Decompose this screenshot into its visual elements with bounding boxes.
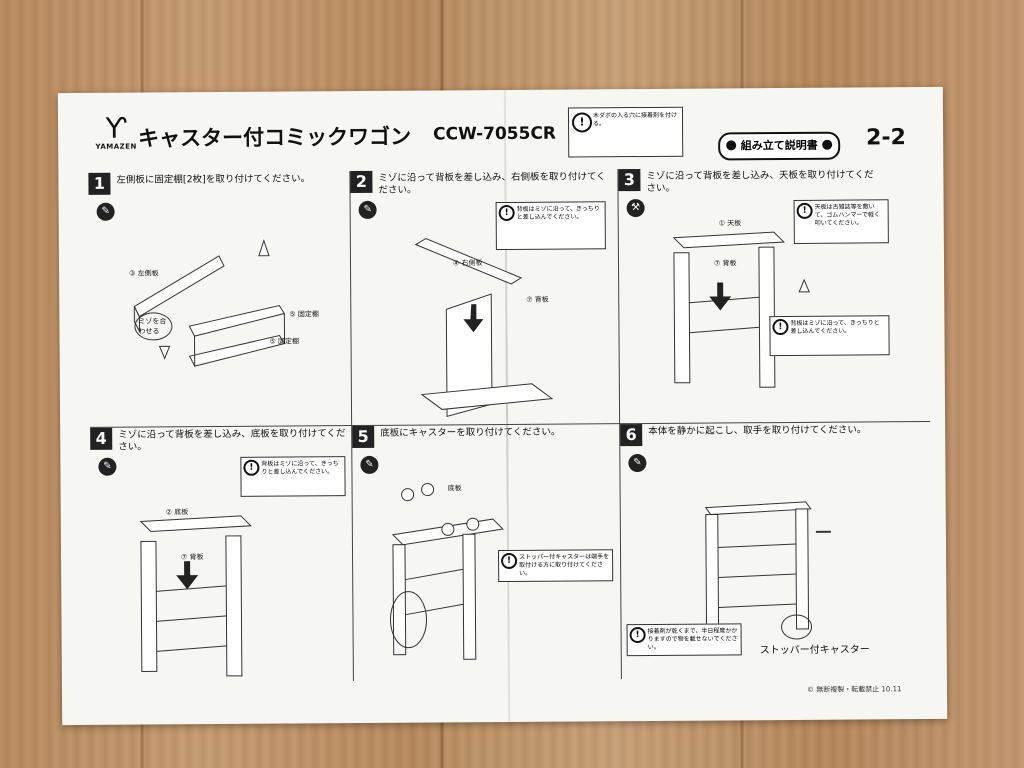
callout-text: 背板はミゾに沿って、きっちりと差し込んでください。	[261, 460, 339, 476]
callout-text: 背板はミゾに沿って、きっちりと差し込んでください。	[790, 319, 880, 335]
stopper-caster-label: ストッパー付キャスター	[759, 644, 870, 657]
back-board-label: ⑦ 背板	[181, 553, 204, 562]
warning-icon: !	[796, 202, 813, 219]
step-instruction: 底板にキャスターを取り付けてください。	[380, 426, 561, 439]
model-number: CCW-7055CR	[433, 123, 557, 145]
warning-icon: !	[772, 319, 789, 336]
callout-text: 接着剤が乾くまで、半日程度かかりますので物を載せないでください。	[647, 627, 738, 651]
step-number: 1	[88, 172, 111, 195]
page-number: 2-2	[866, 125, 906, 151]
step-6-diagram	[704, 501, 831, 640]
step-instruction: 本体を静かに起こし、取手を取り付けてください。	[648, 424, 867, 437]
step-number: 3	[618, 169, 641, 192]
callout-text: 天板は古雑誌等を敷いて、ゴムハンマーで軽く叩いてください。	[814, 203, 881, 227]
step-1: 1 左側板に固定棚[2枚]を取り付けてください。 ✎ ③ 左側板 ⑤ 固定棚 ⑤…	[88, 171, 353, 428]
step-1-diagram	[133, 239, 286, 367]
glue-dry-callout: ! 接着剤が乾くまで、半日程度かかりますので物を載せないでください。	[626, 623, 742, 657]
step-5-diagram	[389, 483, 504, 660]
back-board-label: ⑦ 背板	[526, 295, 549, 304]
callout-text: 背板はミゾに沿って、きっちりと差し込んでください。	[516, 205, 600, 221]
step-5: 5 底板にキャスターを取り付けてください。 ✎ ! ストッパー付キャスターは端手…	[352, 424, 622, 682]
step-3: 3 ミゾに沿って背板を差し込み、天板を取り付けてください。 ⚒ ! 天板は古雑誌…	[618, 167, 931, 425]
align-groove-label: ミゾを合わせる	[134, 312, 173, 341]
fixed-shelf-label-2: ⑤ 固定棚	[269, 337, 300, 346]
top-board-label: ① 天板	[718, 219, 742, 228]
back-board-callout: ! 背板はミゾに沿って、きっちりと差し込んでください。	[240, 456, 346, 497]
step-instruction: 左側板に固定棚[2枚]を取り付けてください。	[116, 173, 311, 186]
bottom-board-label: 底板	[447, 484, 462, 493]
step-4-diagram	[139, 515, 252, 677]
step-6: 6 本体を静かに起こし、取手を取り付けてください。 ✎ ! 接着剤が乾くまで、半…	[620, 422, 932, 679]
back-board-callout: ! 背板はミゾに沿って、きっちりと差し込んでください。	[769, 315, 890, 357]
right-side-label: ④ 右側板	[452, 259, 483, 268]
warning-icon: !	[501, 552, 518, 570]
warning-icon: !	[571, 112, 593, 133]
callout-text: ストッパー付キャスターは端手を取付ける方に取り付けてください。	[519, 553, 610, 577]
step-2: 2 ミゾに沿って背板を差し込み、右側板を取り付けてください。 ✎ ! 背板はミゾ…	[350, 169, 621, 427]
manual-badge: 組み立て説明書	[718, 131, 841, 161]
step-number: 5	[352, 425, 375, 449]
back-board-callout: ! 背板はミゾに沿って、きっちりと差し込んでください。	[495, 201, 606, 251]
glue-note-text: 木ダボの入る穴に接着剤を付ける。	[592, 111, 678, 128]
copyright-footer: © 無断複製・転載禁止 10.11	[806, 685, 902, 694]
step-4: 4 ミゾに沿って背板を差し込み、底板を取り付けてください。 ✎ ! 背板はミゾに…	[90, 426, 354, 683]
warning-icon: !	[498, 204, 515, 222]
step-number: 2	[350, 170, 373, 194]
glue-note: ! 木ダボの入る穴に接着剤を付ける。	[567, 106, 684, 158]
steps-grid: 1 左側板に固定棚[2枚]を取り付けてください。 ✎ ③ 左側板 ⑤ 固定棚 ⑤…	[88, 167, 932, 683]
header: Ƴ YAMAZEN キャスター付コミックワゴン CCW-7055CR ! 木ダボ…	[58, 87, 944, 173]
instruction-sheet: Ƴ YAMAZEN キャスター付コミックワゴン CCW-7055CR ! 木ダボ…	[57, 86, 948, 726]
hammer-callout: ! 天板は古雑誌等を敷いて、ゴムハンマーで軽く叩いてください。	[793, 199, 889, 244]
fixed-shelf-label-1: ⑤ 固定棚	[289, 310, 319, 319]
back-board-label: ⑦ 背板	[713, 259, 737, 268]
warning-icon: !	[629, 627, 646, 644]
step-number: 4	[90, 427, 113, 450]
product-title: キャスター付コミックワゴン	[138, 124, 412, 151]
left-side-label: ③ 左側板	[129, 269, 159, 278]
bottom-board-label: ② 底板	[165, 508, 189, 517]
warning-icon: !	[243, 459, 260, 476]
step-number: 6	[620, 424, 643, 447]
step-2-diagram	[414, 237, 554, 418]
caster-callout: ! ストッパー付キャスターは端手を取付ける方に取り付けてください。	[498, 549, 614, 583]
